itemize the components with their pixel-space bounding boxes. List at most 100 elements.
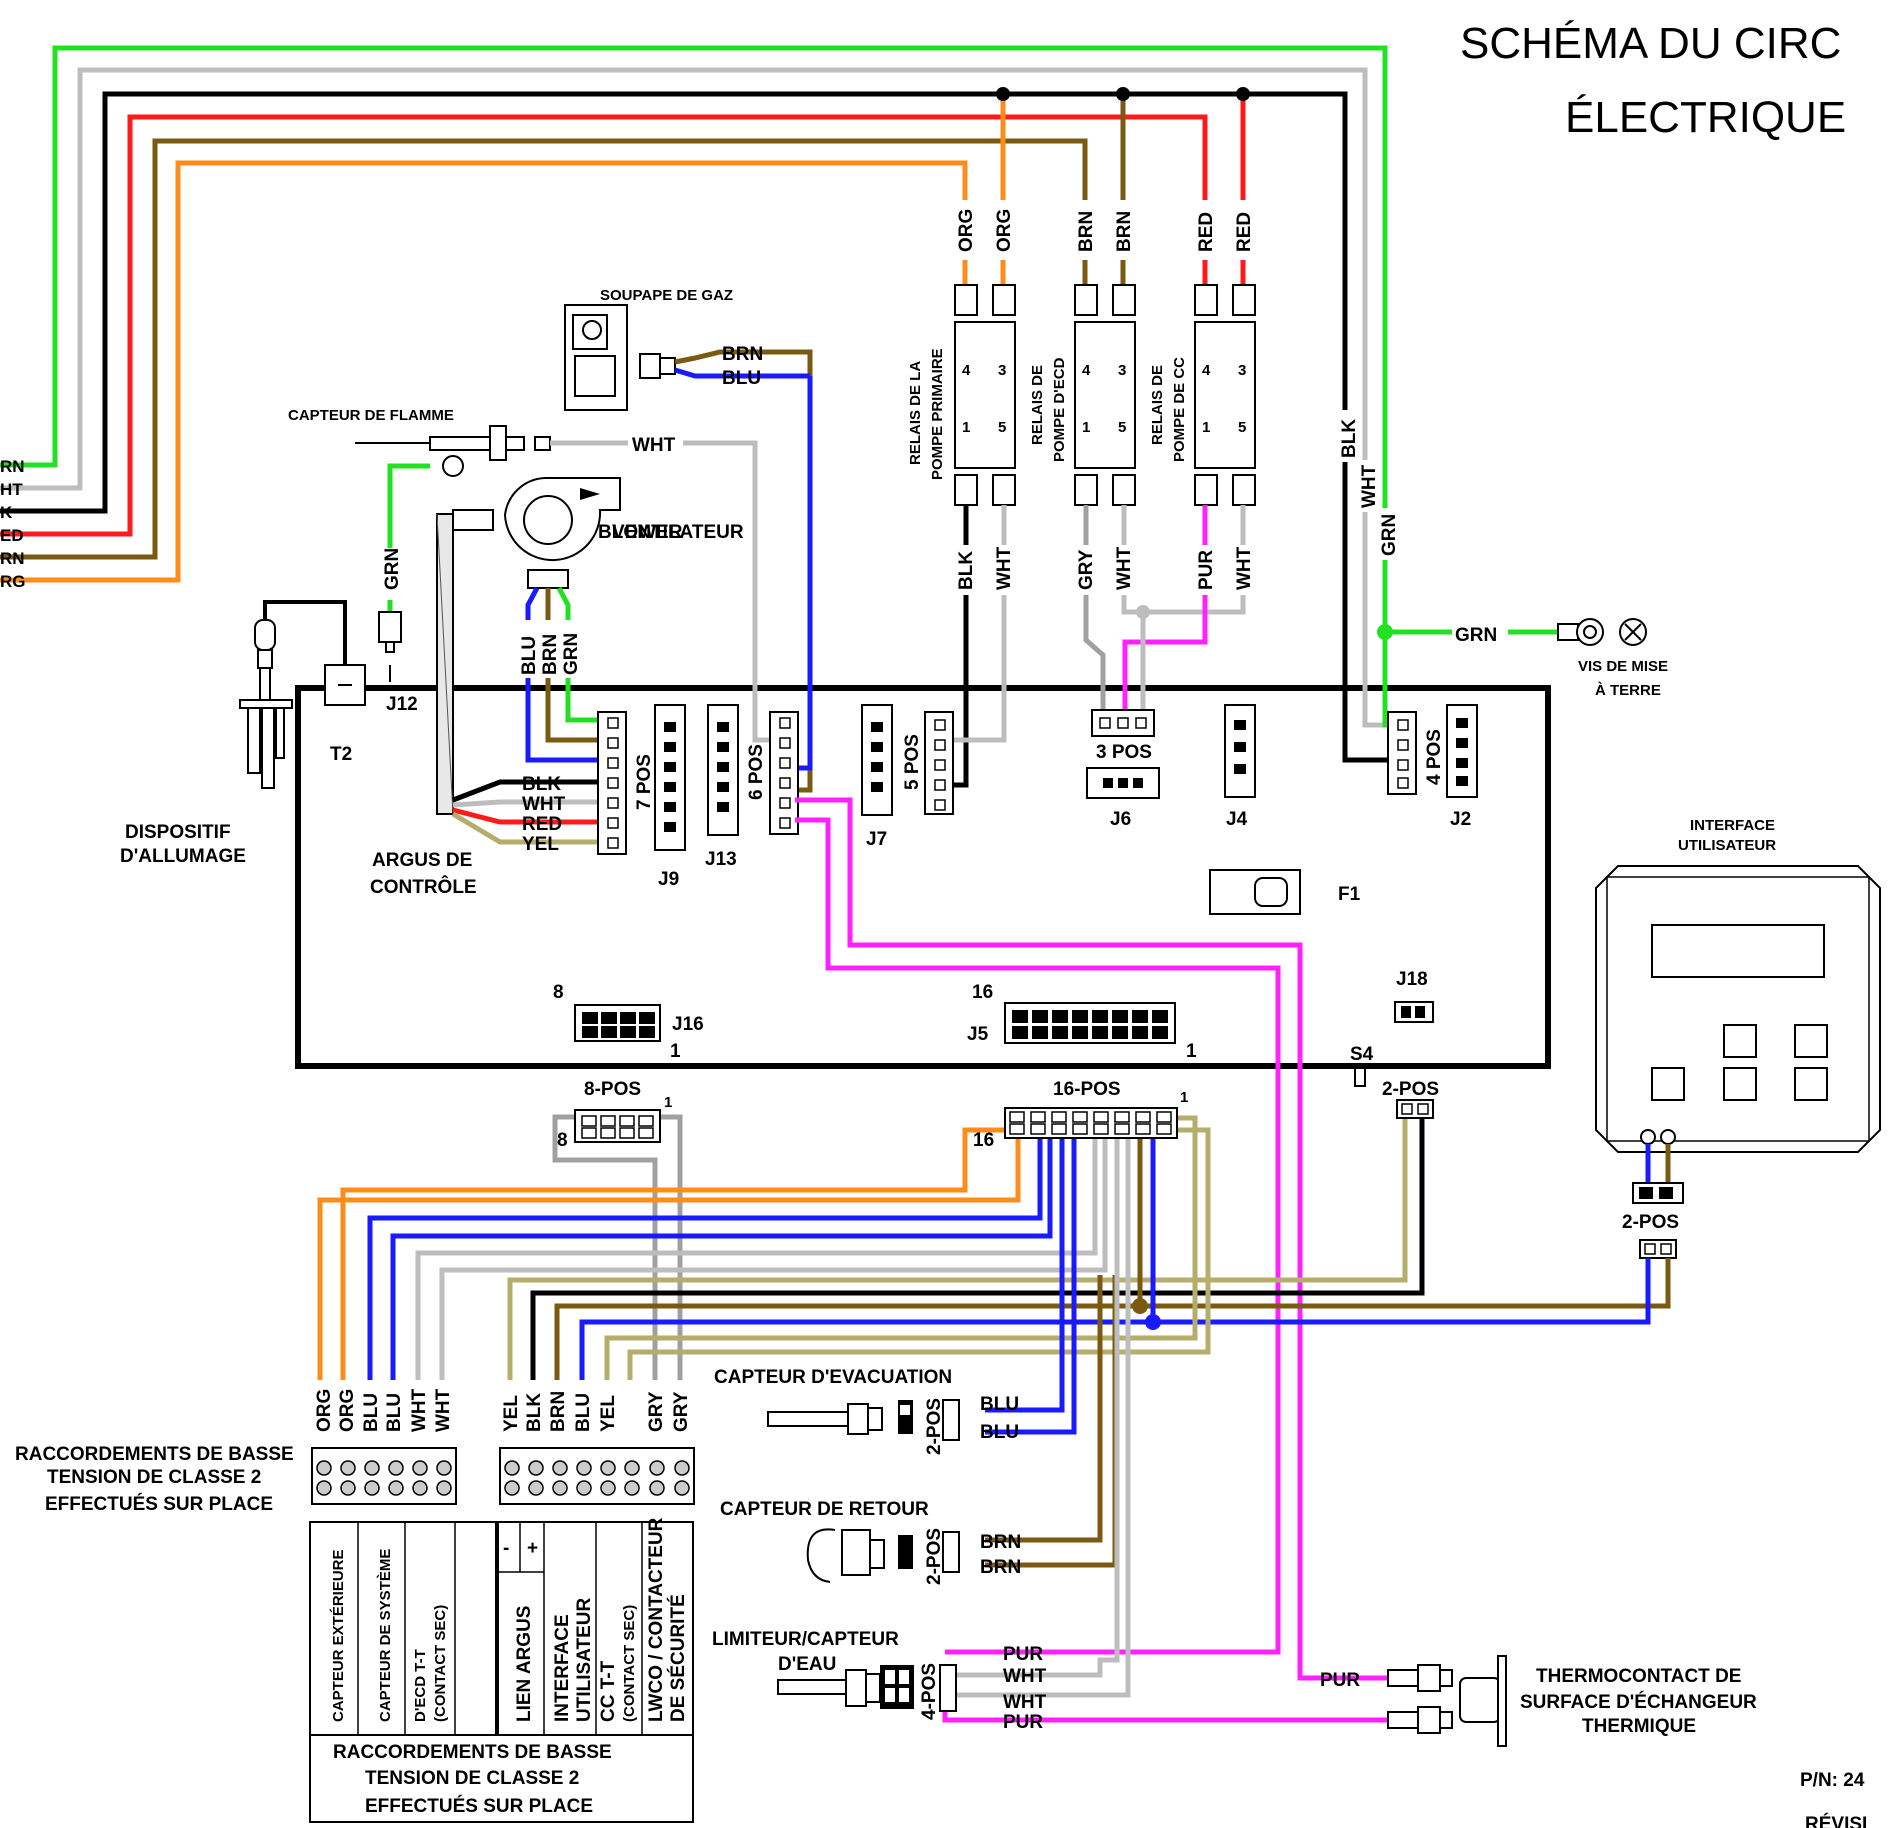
terminal-label: WHT	[409, 1388, 430, 1432]
ground-screw-label: À TERRE	[1595, 682, 1661, 699]
j13-label: J13	[705, 849, 737, 870]
j9-label: J9	[658, 869, 679, 890]
plug-8pos-label: 8-POS	[584, 1079, 641, 1100]
connector-4pos: 4 POS J2	[1387, 704, 1478, 830]
j4-label: J4	[1226, 809, 1248, 830]
edge-label: K	[0, 503, 13, 522]
blower-label: BLOWER	[598, 522, 683, 543]
table-col: CC T-T	[598, 1660, 619, 1722]
diagram-title-line2: ÉLECTRIQUE	[1565, 93, 1846, 142]
field-title-line: TENSION DE CLASSE 2	[47, 1467, 261, 1488]
j6-label: J6	[1110, 809, 1131, 830]
terminal-label: BLU	[573, 1393, 594, 1432]
relay-heating-pump: 4 3 1 5 RELAIS DE POMPE DE CC	[1149, 284, 1256, 506]
edge-label: RG	[0, 572, 26, 591]
t2-label: T2	[330, 744, 352, 765]
terminal-label: BRN	[548, 1391, 569, 1432]
harness-label: GRN	[1379, 514, 1400, 556]
terminal-label: BLK	[524, 1393, 545, 1432]
user-interface: INTERFACE UTILISATEUR 2-POS	[1595, 817, 1881, 1259]
j7-label: J7	[866, 829, 887, 850]
ui-label: UTILISATEUR	[1678, 837, 1776, 854]
edge-label: RN	[0, 457, 25, 476]
connector-7pos: 7 POS	[597, 711, 655, 855]
gas-blu-label: BLU	[722, 368, 761, 389]
argus-wht-label: WHT	[522, 794, 566, 815]
plug-16pos-label: 16-POS	[1053, 1079, 1121, 1100]
terminal-label: YEL	[501, 1395, 522, 1432]
n8-label: 8	[553, 982, 564, 1003]
pos6-label: 6 POS	[746, 744, 767, 800]
relay-wire-label: RED	[1234, 212, 1255, 252]
connector-j4: J4	[1224, 704, 1256, 830]
table-col: CAPTEUR DE SYSTÈME	[377, 1549, 394, 1722]
exhaust-sensor: CAPTEUR D'EVACUATION 2-POS BLU BLU	[714, 1367, 1019, 1455]
connector-j5: 16 J5 1	[967, 982, 1197, 1062]
relay-pin: 5	[1238, 419, 1246, 436]
table-col: LWCO / CONTACTEUR	[646, 1517, 667, 1722]
ignitor-label: DISPOSITIF	[125, 822, 231, 843]
argus-red-label: RED	[522, 814, 562, 835]
table-col: UTILISATEUR	[574, 1598, 595, 1722]
pos4-label: 4 POS	[1424, 729, 1445, 785]
terminal-label: BLU	[384, 1393, 405, 1432]
terminal-label: YEL	[598, 1395, 619, 1432]
pos3-label: 3 POS	[1096, 742, 1152, 763]
connector-j6: 3 POS J6	[1086, 709, 1160, 830]
return-label: CAPTEUR DE RETOUR	[720, 1499, 929, 1520]
table-plus: +	[527, 1538, 538, 1559]
heat-exchanger-thermostat: PUR THERMOCONTACT DE SURFACE D'ÉCHANGEUR…	[1320, 1655, 1757, 1747]
flame-wht-label: WHT	[632, 435, 676, 456]
terminal-label: WHT	[433, 1388, 454, 1432]
relay-pin: 3	[998, 362, 1006, 379]
relay-wire-label: ORG	[956, 209, 977, 252]
fuse-f1: F1	[1209, 869, 1361, 915]
thermo-label: THERMIQUE	[1582, 1716, 1696, 1737]
table-col: LIEN ARGUS	[514, 1606, 535, 1722]
blower-grn-label: GRN	[561, 633, 582, 675]
j5-label: J5	[967, 1024, 989, 1045]
control-board	[295, 685, 1551, 1069]
harness-label: BLK	[1339, 419, 1360, 458]
blower-brn-label: BRN	[540, 634, 561, 675]
plug-2pos-s4: 2-POS	[1382, 1079, 1439, 1119]
terminal-strip-left	[311, 1447, 457, 1505]
n1a-label: 1	[670, 1041, 681, 1062]
thermo-pur-label: PUR	[1320, 1670, 1360, 1691]
connector-j13: J13	[705, 704, 739, 870]
s4-label: S4	[1350, 1044, 1374, 1065]
table-footer: TENSION DE CLASSE 2	[365, 1768, 579, 1789]
thermo-label: SURFACE D'ÉCHANGEUR	[1520, 1691, 1757, 1713]
switch-s4: S4	[1350, 1044, 1374, 1087]
relay-pin: 3	[1118, 362, 1126, 379]
argus-label: ARGUS DE	[372, 850, 472, 871]
ground-screw: VIS DE MISE À TERRE	[1557, 618, 1668, 699]
table-col: CAPTEUR EXTÉRIEURE	[330, 1549, 347, 1722]
n16-label: 16	[972, 982, 993, 1003]
lim-wht-label: WHT	[1003, 1666, 1047, 1687]
field-wiring-table: - + CAPTEUR EXTÉRIEURE CAPTEUR DE SYSTÈM…	[309, 1517, 694, 1823]
ground-screw-label: VIS DE MISE	[1578, 658, 1668, 675]
relay-wire-label: WHT	[1234, 546, 1255, 590]
plug-pin-label: 1	[664, 1094, 672, 1111]
relay-pin: 1	[1082, 419, 1090, 436]
connector-5pos: 5 POS	[902, 711, 954, 815]
table-col: INTERFACE	[552, 1614, 573, 1722]
harness-label: WHT	[1359, 464, 1380, 508]
relay-pin: 3	[1238, 362, 1246, 379]
relay-wire-label: PUR	[1196, 550, 1217, 590]
field-title-line: RACCORDEMENTS DE BASSE	[15, 1444, 294, 1465]
flame-sensor-label: CAPTEUR DE FLAMME	[288, 407, 454, 424]
table-footer: EFFECTUÉS SUR PLACE	[365, 1795, 593, 1817]
flame-grn-label: GRN	[382, 548, 403, 590]
table-col: DE SÉCURITÉ	[667, 1594, 689, 1722]
exhaust-label: CAPTEUR D'EVACUATION	[714, 1367, 952, 1388]
relay-pin: 5	[998, 419, 1006, 436]
purple-wires	[795, 797, 1388, 1681]
exh-plug-label: 2-POS	[924, 1398, 945, 1455]
table-col: (CONTACT SEC)	[621, 1605, 638, 1722]
plug-pin-label: 1	[1180, 1089, 1188, 1106]
return-sensor: CAPTEUR DE RETOUR 2-POS BRN BRN	[720, 1499, 1021, 1585]
j12-label: J12	[386, 694, 418, 715]
